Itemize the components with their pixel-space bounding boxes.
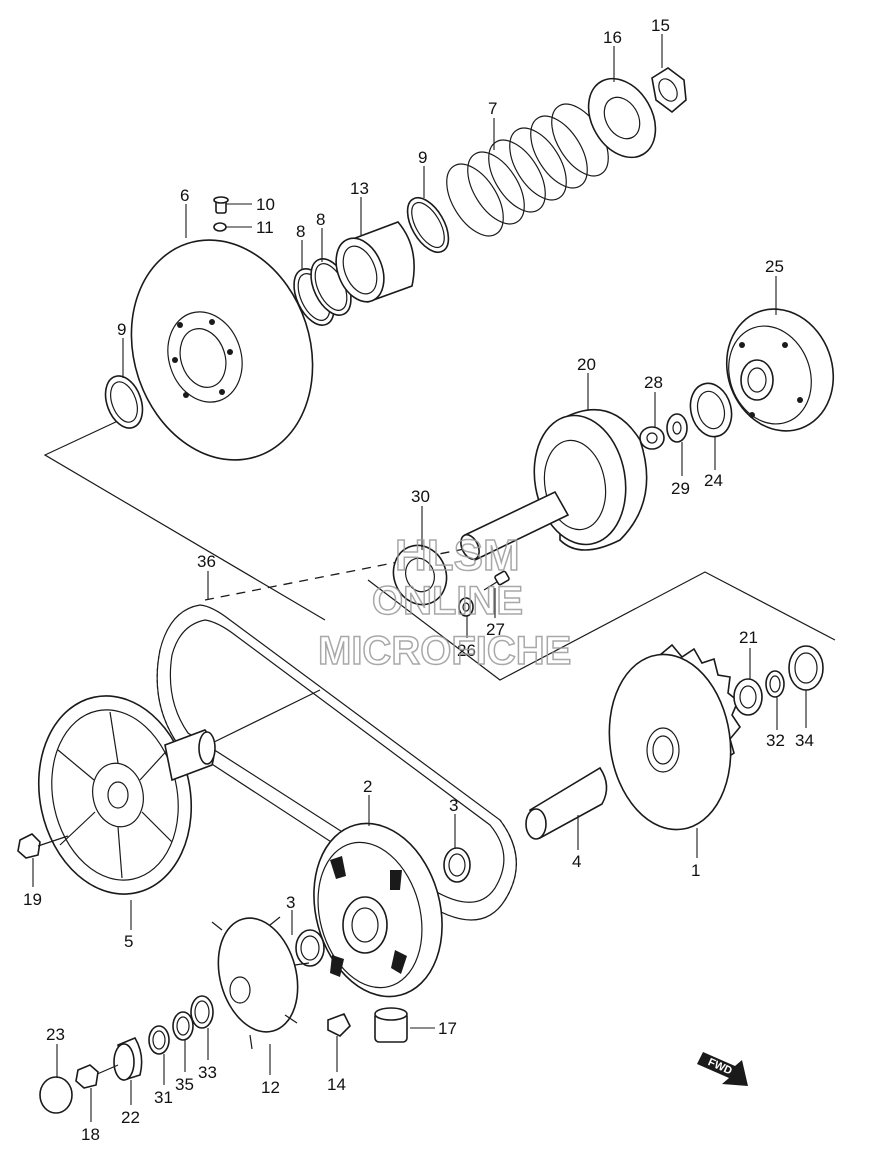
callout-19: 19: [23, 890, 42, 909]
part-ring-32: [765, 670, 785, 698]
callout-24: 24: [704, 471, 723, 490]
part-driven-face-5: [37, 695, 193, 895]
part-spacer-3-upper: [443, 847, 471, 883]
callout-36: 36: [197, 552, 216, 571]
part-ring-9-left: [104, 375, 144, 429]
callout-12: 12: [261, 1078, 280, 1097]
callout-8: 8: [296, 222, 305, 241]
part-spacer-3-lower: [295, 929, 325, 967]
part-sleeve-4: [525, 766, 608, 840]
part-ring-33: [190, 995, 214, 1029]
part-cam-plate-12: [211, 916, 310, 1050]
callout-9: 9: [418, 148, 427, 167]
callout-25: 25: [765, 257, 784, 276]
part-sleeve-13: [335, 221, 415, 304]
part-ring-35: [172, 1011, 194, 1041]
callout-35: 35: [175, 1075, 194, 1094]
callout-20: 20: [577, 355, 596, 374]
part-bolt-18: [75, 1064, 119, 1089]
forward-arrow-icon: FWD: [697, 1052, 748, 1086]
callout-9: 9: [117, 320, 126, 339]
part-washer-11: [213, 222, 227, 232]
part-washer-29: [666, 413, 688, 443]
part-drive-belt-36: [156, 604, 517, 921]
part-ring-21: [733, 678, 763, 716]
callout-5: 5: [124, 932, 133, 951]
callout-7: 7: [488, 99, 497, 118]
callout-23: 23: [46, 1025, 65, 1044]
callout-2: 2: [363, 777, 372, 796]
part-drive-face-disc: [130, 239, 314, 461]
part-pin-10: [213, 196, 229, 214]
watermark-line-3: MICROFICHE: [318, 629, 571, 673]
callout-28: 28: [644, 373, 663, 392]
callout-4: 4: [572, 852, 581, 871]
part-bolt-19: [17, 833, 69, 859]
callout-16: 16: [603, 28, 622, 47]
part-fixed-sheave-1: [608, 643, 741, 831]
part-bearing-24: [689, 382, 733, 438]
part-ring-9-right: [406, 197, 450, 253]
callout-13: 13: [350, 179, 369, 198]
watermark: HLSM ONLINE MICROFICHE: [317, 530, 572, 674]
part-nut-15: [651, 67, 687, 114]
callout-18: 18: [81, 1125, 100, 1144]
callout-21: 21: [739, 628, 758, 647]
callout-3: 3: [286, 893, 295, 912]
callout-22: 22: [121, 1108, 140, 1127]
callout-10: 10: [256, 195, 275, 214]
part-movable-drive-face-2: [313, 822, 443, 998]
callout-17: 17: [438, 1019, 457, 1038]
part-spring-seat-16: [587, 77, 657, 159]
callout-8: 8: [316, 210, 325, 229]
callout-30: 30: [411, 487, 430, 506]
part-spring-7: [446, 103, 609, 237]
part-slider-14: [327, 1012, 351, 1037]
part-washer-26: [458, 597, 474, 617]
callout-labels: 1 2 3 3 4 5 6 7 8 8 9 9 10 11 12 13 14 1…: [23, 16, 814, 1144]
part-ring-31: [148, 1025, 170, 1055]
callout-32: 32: [766, 731, 785, 750]
callout-26: 26: [457, 641, 476, 660]
part-cap-23: [39, 1076, 73, 1114]
part-collar-28: [639, 426, 665, 450]
callout-1: 1: [691, 861, 700, 880]
callout-3: 3: [449, 796, 458, 815]
callout-27: 27: [486, 620, 505, 639]
part-clutch-housing-20: [460, 408, 648, 562]
part-bolt-27: [483, 570, 510, 591]
part-bushing-22: [113, 1036, 143, 1082]
callout-31: 31: [154, 1088, 173, 1107]
watermark-line-2: ONLINE: [372, 579, 523, 623]
part-roller-17: [374, 1007, 408, 1043]
watermark-line-1: HLSM: [395, 531, 520, 580]
callout-15: 15: [651, 16, 670, 35]
callout-11: 11: [256, 218, 274, 237]
assembly-group-lines: [43, 419, 836, 746]
part-seal-34: [788, 645, 824, 691]
part-seal-30: [392, 544, 448, 606]
callout-14: 14: [327, 1075, 346, 1094]
part-clutch-shoe-25: [725, 308, 835, 432]
callout-33: 33: [198, 1063, 217, 1082]
part-hub-sleeve: [164, 729, 216, 782]
callout-6: 6: [180, 186, 189, 205]
callout-34: 34: [795, 731, 814, 750]
callout-29: 29: [671, 479, 690, 498]
fwd-label: FWD: [706, 1056, 734, 1077]
leader-lines: [32, 34, 807, 1122]
